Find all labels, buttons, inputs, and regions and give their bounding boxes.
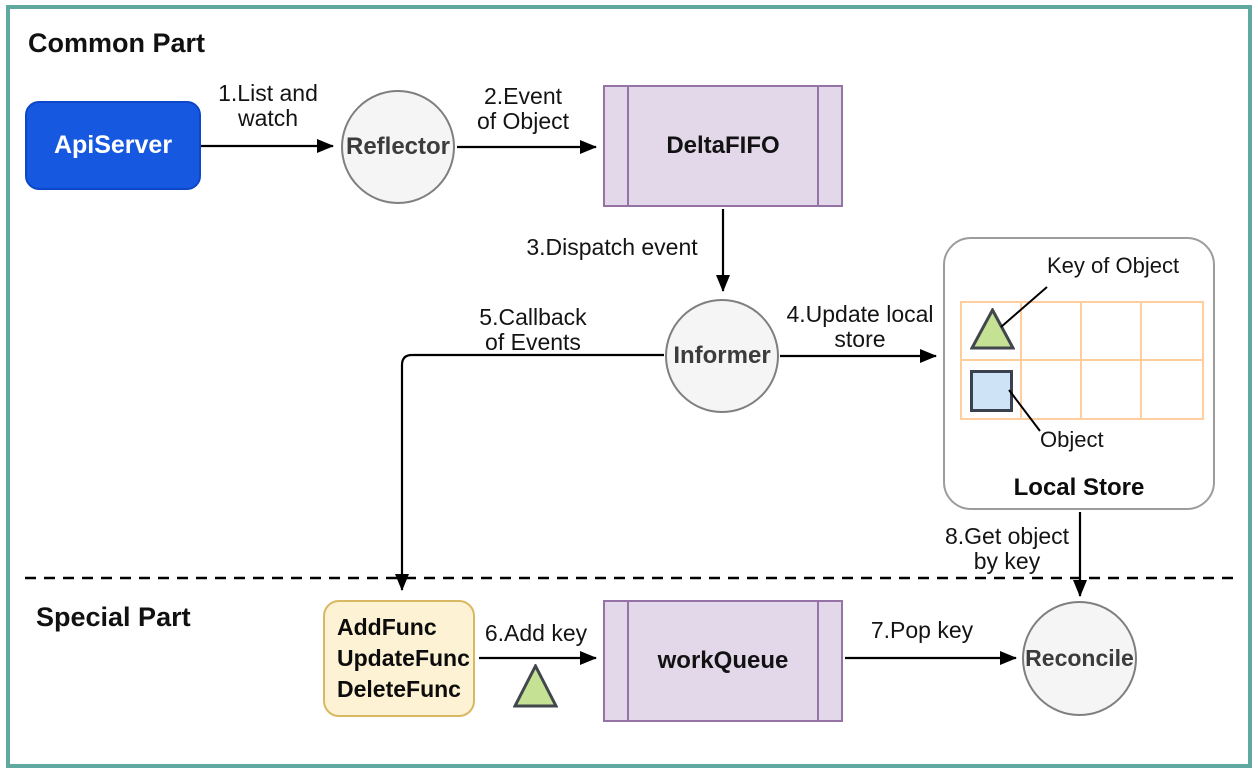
- apiserver-node: ApiServer: [25, 101, 201, 190]
- object-square-icon: [970, 370, 1013, 412]
- addfunc-label: AddFunc: [337, 614, 437, 640]
- store-cell: [962, 303, 1022, 361]
- workqueue-label: workQueue: [657, 647, 789, 674]
- local-store-grid: [960, 301, 1204, 420]
- store-cell: [1082, 303, 1142, 361]
- edge-label-pop-key: 7.Pop key: [870, 617, 974, 643]
- deltafifo-node: DeltaFIFO: [603, 85, 843, 207]
- store-cell: [1022, 360, 1082, 418]
- deltafifo-label: DeltaFIFO: [666, 132, 780, 159]
- common-part-label: Common Part: [28, 28, 206, 58]
- key-triangle-icon: [513, 664, 558, 708]
- workqueue-left-rail: [627, 602, 629, 720]
- workqueue-node: workQueue: [603, 600, 843, 722]
- store-cell: [1082, 360, 1142, 418]
- workqueue-right-rail: [817, 602, 819, 720]
- store-cell: [1142, 303, 1202, 361]
- arrow-callback-of-events: [395, 353, 664, 591]
- store-cell: [962, 360, 1022, 418]
- edge-label-callback-of-events: 5.Callback of Events: [479, 304, 587, 355]
- edge-label-list-and-watch: 1.List and watch: [218, 80, 318, 131]
- local-store-node: Key of Object Object Local Store: [943, 237, 1215, 510]
- edge-label-add-key: 6.Add key: [484, 620, 588, 646]
- edge-label-dispatch-event: 3.Dispatch event: [526, 234, 698, 260]
- store-cell: [1022, 303, 1082, 361]
- deltafifo-right-rail: [817, 87, 819, 205]
- deletefunc-label: DeleteFunc: [337, 676, 461, 702]
- special-part-label: Special Part: [36, 602, 191, 632]
- key-of-object-annotation: Key of Object: [1047, 253, 1180, 278]
- object-annotation: Object: [1040, 427, 1104, 452]
- informer-node: Informer: [665, 299, 779, 413]
- edge-label-update-local-store: 4.Update local store: [786, 301, 934, 352]
- edge-label-get-object-by-key: 8.Get object by key: [944, 523, 1070, 574]
- reflector-node: Reflector: [341, 90, 455, 204]
- store-cell: [1142, 361, 1202, 419]
- local-store-title: Local Store: [1013, 474, 1145, 501]
- key-triangle-icon: [970, 308, 1015, 350]
- reconcile-node: Reconcile: [1022, 601, 1137, 716]
- edge-label-event-of-object: 2.Event of Object: [476, 83, 570, 134]
- deltafifo-left-rail: [627, 87, 629, 205]
- updatefunc-label: UpdateFunc: [337, 645, 470, 671]
- event-handlers-node: AddFunc UpdateFunc DeleteFunc: [323, 600, 475, 717]
